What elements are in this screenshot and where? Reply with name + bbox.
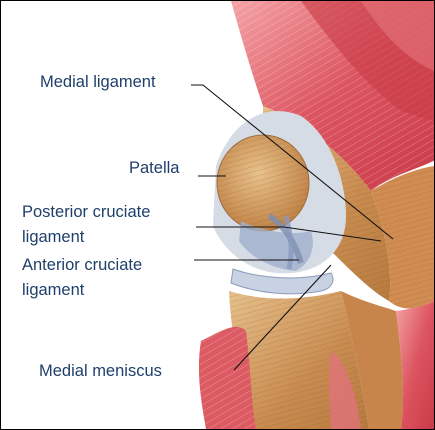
lower-leg-tendons bbox=[229, 291, 403, 429]
label-posterior-cruciate-1: Posterior cruciate bbox=[22, 203, 150, 221]
label-posterior-cruciate-2: ligament bbox=[22, 228, 85, 246]
patella bbox=[217, 135, 309, 231]
label-anterior-cruciate-1: Anterior cruciate bbox=[22, 256, 142, 274]
labels: Medial ligament Patella Posterior crucia… bbox=[22, 73, 180, 380]
label-patella: Patella bbox=[129, 159, 180, 177]
label-medial-meniscus: Medial meniscus bbox=[39, 362, 162, 380]
label-medial-ligament: Medial ligament bbox=[40, 73, 156, 91]
label-anterior-cruciate-2: ligament bbox=[22, 281, 85, 299]
